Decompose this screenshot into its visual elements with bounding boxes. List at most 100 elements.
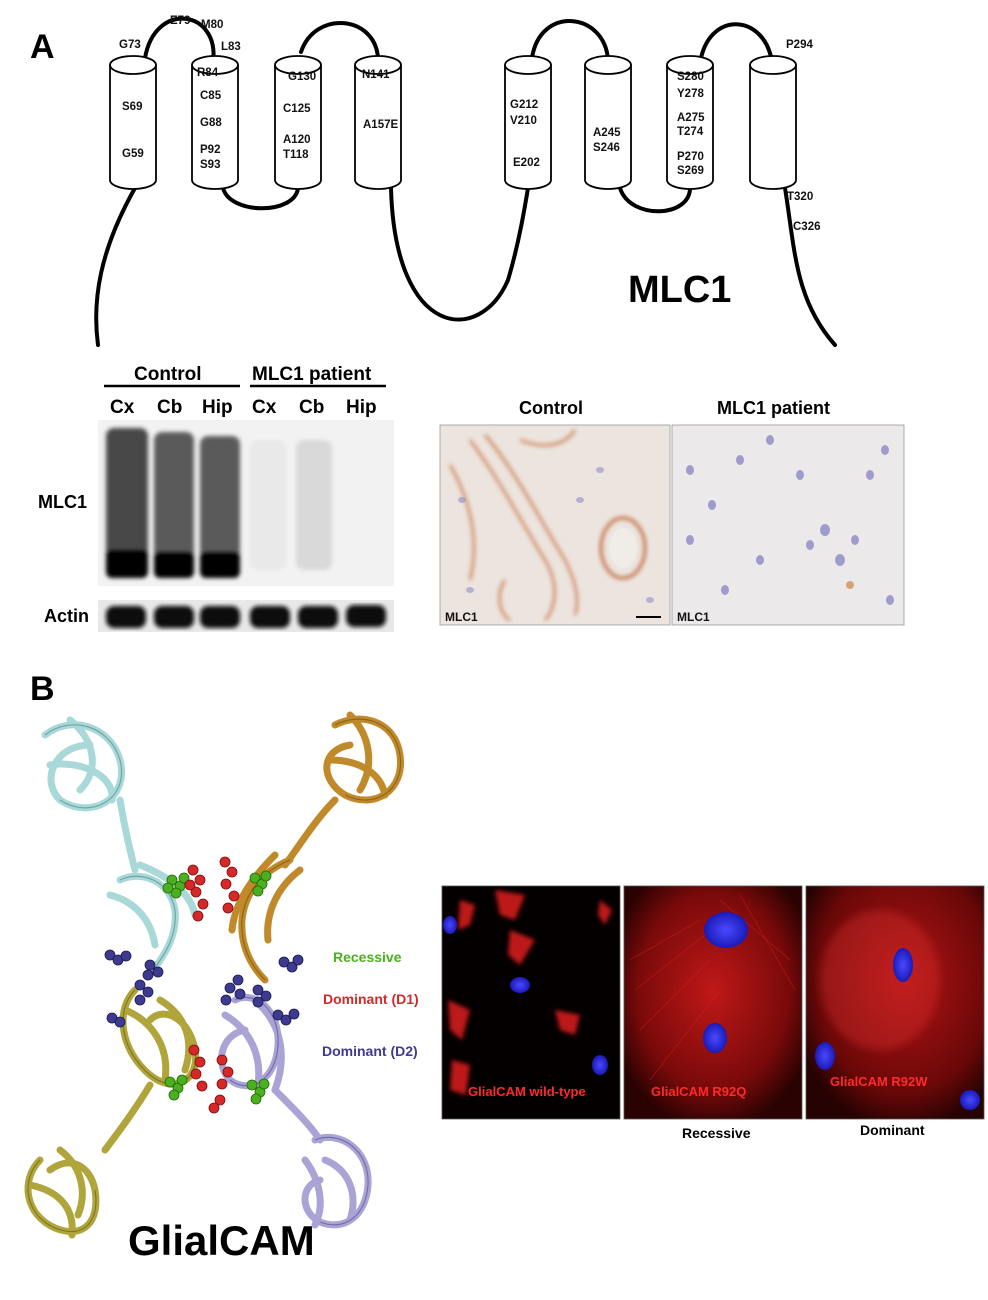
wb-band (154, 432, 194, 576)
dominant-d1-residues (184, 856, 240, 1114)
if-label-wild-type: GlialCAM wild-type (468, 1084, 586, 1099)
residue-label: A120 (283, 134, 311, 146)
helix-tm5 (504, 55, 552, 190)
residue-label: P92 (200, 144, 220, 156)
mlc1-helices (109, 55, 797, 190)
recessive-residues (162, 870, 272, 1105)
wb-band (200, 606, 240, 628)
residue-label: T274 (677, 126, 704, 138)
residue-label: P270 (677, 151, 704, 163)
ihc-stain-label-control: MLC1 (445, 610, 478, 624)
olive-chain (24, 986, 200, 1239)
residue-label: P294 (786, 39, 813, 51)
ihc-title-control: Control (519, 398, 583, 418)
wb-band (346, 605, 386, 627)
wb-group-patient: MLC1 patient (252, 364, 372, 385)
wb-band (296, 440, 332, 570)
residue-label: G59 (122, 148, 144, 160)
residue-label: M80 (201, 19, 223, 31)
legend-dominant-d1: Dominant (D1) (323, 991, 419, 1007)
ihc-panel: Control MLC1 patient MLC1 (439, 398, 905, 626)
loop-tm7-tm8 (699, 22, 774, 64)
gold-chain (228, 711, 405, 984)
residue-label: V210 (510, 115, 537, 127)
wb-lane-label: Hip (202, 397, 233, 418)
wb-band (106, 606, 146, 628)
ihc-image-control: MLC1 (439, 424, 671, 626)
residue-label: N141 (362, 69, 390, 81)
wb-band (298, 606, 338, 628)
if-image-r92w: GlialCAM R92W (805, 885, 985, 1120)
ihc-stain-label-patient: MLC1 (677, 610, 710, 624)
ihc-image-patient: MLC1 (671, 424, 905, 626)
wb-membrane-actin (98, 600, 394, 632)
residue-label: A245 (593, 127, 621, 139)
residue-label: G73 (119, 39, 141, 51)
wb-row-actin: Actin (44, 606, 89, 626)
wb-band (200, 552, 240, 578)
helix-tm4 (354, 55, 402, 190)
mlc1-residue-labels: G73 E79 M80 L83 R84 C85 G88 P92 S93 S69 … (119, 15, 821, 233)
wb-band (250, 606, 290, 628)
legend-dominant-d2: Dominant (D2) (322, 1043, 418, 1059)
wb-band (106, 428, 148, 576)
residue-label: T320 (787, 191, 813, 203)
residue-label: C125 (283, 103, 311, 115)
loop-tm6-tm7 (618, 186, 692, 214)
if-label-r92w: GlialCAM R92W (830, 1074, 928, 1089)
wb-band (154, 552, 194, 578)
glialcam-structure (24, 711, 405, 1239)
residue-label: C85 (200, 90, 222, 102)
if-image-r92q: GlialCAM R92Q (623, 885, 803, 1120)
helix-tm3 (274, 55, 322, 190)
mlc1-topology-loops (94, 16, 837, 347)
lavender-chain (218, 993, 372, 1229)
helix-tm7 (666, 55, 714, 190)
residue-label: G88 (200, 117, 222, 129)
wb-band (154, 606, 194, 628)
wb-lane-label: Cx (252, 397, 277, 418)
residue-label: E79 (170, 15, 190, 27)
loop-tm5-tm6 (530, 19, 610, 62)
residue-label: S280 (677, 71, 704, 83)
panel-b-letter: B (30, 670, 55, 708)
wb-lane-label: Cb (157, 397, 182, 418)
residue-label: A157E (363, 119, 398, 131)
loop-tm2-tm3 (221, 186, 300, 211)
helix-tm2 (191, 55, 239, 190)
residue-label: S69 (122, 101, 142, 113)
residue-label: L83 (221, 41, 241, 53)
caption-dominant: Dominant (860, 1122, 925, 1138)
residue-label: S93 (200, 159, 220, 171)
wb-mlc1-bands (106, 428, 332, 578)
if-image-wild-type: GlialCAM wild-type (441, 885, 621, 1120)
residue-label: C326 (793, 221, 821, 233)
if-label-r92q: GlialCAM R92Q (651, 1084, 746, 1099)
residue-label: T118 (283, 149, 309, 161)
helix-tm8 (749, 55, 797, 190)
wb-actin-bands (106, 605, 386, 628)
residue-label: S269 (677, 165, 704, 177)
helix-tm6 (584, 55, 632, 190)
wb-group-control: Control (134, 364, 202, 385)
glialcam-protein-label: GlialCAM (128, 1217, 315, 1264)
c-terminus (783, 186, 837, 347)
wb-band (106, 550, 148, 578)
dominant-d2-residues (104, 949, 304, 1028)
panel-a-letter: A (30, 28, 55, 66)
residue-label: Y278 (677, 88, 704, 100)
residue-label: R84 (197, 67, 219, 79)
residue-label: E202 (513, 157, 540, 169)
wb-lane-label: Cx (110, 397, 135, 418)
wb-band (200, 436, 240, 576)
loop-tm3-tm4 (299, 21, 380, 60)
ihc-title-patient: MLC1 patient (717, 398, 830, 418)
residue-label: G212 (510, 99, 538, 111)
mlc1-protein-label: MLC1 (628, 269, 731, 311)
legend-recessive: Recessive (333, 949, 402, 965)
residue-label: A275 (677, 112, 705, 124)
n-terminus (94, 186, 137, 347)
caption-recessive: Recessive (682, 1125, 751, 1141)
wb-lane-label: Hip (346, 397, 377, 418)
